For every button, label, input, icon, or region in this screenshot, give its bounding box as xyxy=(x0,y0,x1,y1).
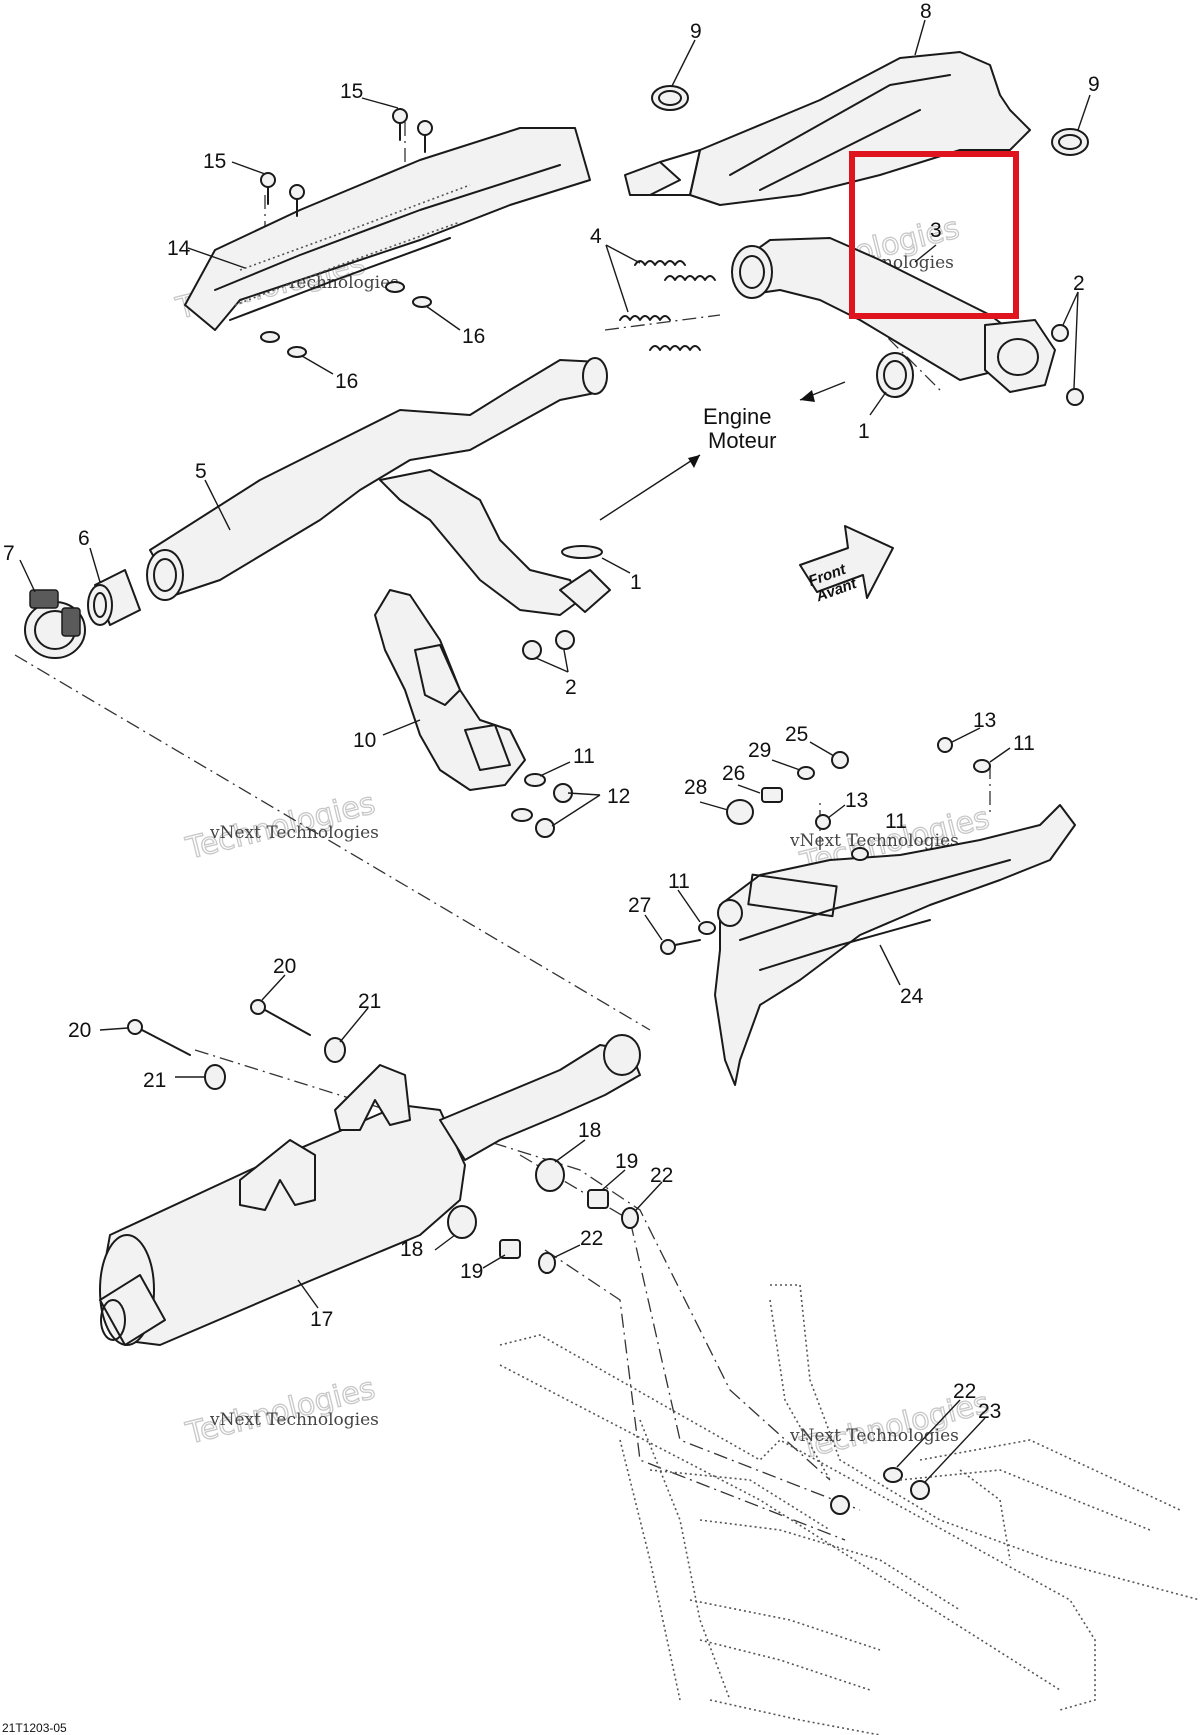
figure-code: 21T1203-05 xyxy=(2,1721,67,1735)
callout-5: 5 xyxy=(195,460,207,483)
washer-22 xyxy=(538,1207,903,1483)
callout-9: 9 xyxy=(1088,73,1100,96)
ring-6 xyxy=(87,569,141,626)
callout-15: 15 xyxy=(340,80,363,103)
y-pipe xyxy=(146,357,611,616)
callout-17: 17 xyxy=(310,1308,333,1331)
callout-10: 10 xyxy=(353,729,376,752)
front-arrow: Front Avant xyxy=(799,525,894,606)
callout-9: 9 xyxy=(690,20,702,43)
callout-24: 24 xyxy=(900,985,924,1008)
clamp-7 xyxy=(24,589,86,659)
highlight-box-part-3 xyxy=(849,151,1019,319)
washer-11-mid xyxy=(511,773,546,822)
callout-1: 1 xyxy=(630,571,642,594)
callout-2: 2 xyxy=(565,676,577,699)
callout-18: 18 xyxy=(578,1119,601,1142)
svg-text:vNext Technologies: vNext Technologies xyxy=(209,823,379,843)
bolt-27 xyxy=(660,939,701,955)
watermark: Technologies vNext Technologies xyxy=(182,1370,380,1452)
vehicle-frame xyxy=(499,1284,1200,1735)
callout-22: 22 xyxy=(650,1164,673,1187)
screw-15 xyxy=(260,108,433,217)
callout-21: 21 xyxy=(358,990,381,1013)
engine-direction: Engine Moteur xyxy=(599,381,846,521)
washer-29 xyxy=(797,766,815,780)
callout-6: 6 xyxy=(78,527,90,550)
washer-21 xyxy=(204,1037,346,1090)
callout-20: 20 xyxy=(68,1019,91,1042)
leader-lines xyxy=(19,19,1091,1483)
callout-22: 22 xyxy=(580,1227,603,1250)
callout-20: 20 xyxy=(273,955,296,978)
engine-label: Engine xyxy=(703,404,772,429)
callout-13: 13 xyxy=(973,709,996,732)
callout-11: 11 xyxy=(573,745,595,768)
callout-1: 1 xyxy=(858,420,870,443)
callout-4: 4 xyxy=(590,225,602,248)
callout-16: 16 xyxy=(462,325,485,348)
nut-23 xyxy=(830,1480,930,1515)
grommet-28 xyxy=(726,799,754,825)
heat-shield-top xyxy=(184,127,591,331)
nut-2-ypipe xyxy=(522,630,575,660)
callout-26: 26 xyxy=(722,762,745,785)
callout-19: 19 xyxy=(460,1260,483,1283)
callout-14: 14 xyxy=(167,237,191,260)
nut-2-manifold xyxy=(1051,324,1084,406)
gasket-1-ypipe xyxy=(561,545,603,559)
callout-28: 28 xyxy=(684,776,707,799)
washer-11-shield xyxy=(698,759,991,935)
svg-text:vNext Technologies: vNext Technologies xyxy=(209,1410,379,1430)
watermark: Technologies vNext Technologies xyxy=(182,785,380,867)
callout-22: 22 xyxy=(953,1380,976,1403)
exhaust-manifold xyxy=(731,237,1056,393)
spacer-19 xyxy=(499,1189,609,1259)
bolt-20 xyxy=(127,999,311,1056)
spacer-26 xyxy=(761,787,783,803)
callout-8: 8 xyxy=(920,0,932,23)
heat-shield-rear xyxy=(624,51,1031,206)
callout-29: 29 xyxy=(748,739,771,762)
heat-shield-muffler xyxy=(714,804,1076,1086)
callout-16: 16 xyxy=(335,370,358,393)
moteur-label: Moteur xyxy=(708,428,776,453)
callout-11: 11 xyxy=(885,810,907,833)
callout-3: 3 xyxy=(930,219,942,242)
callout-2: 2 xyxy=(1073,272,1085,295)
muffler xyxy=(99,1034,641,1346)
callout-11: 11 xyxy=(668,870,690,893)
callout-19: 19 xyxy=(615,1150,638,1173)
callout-18: 18 xyxy=(400,1238,423,1261)
callout-11: 11 xyxy=(1013,732,1035,755)
bolt-13 xyxy=(815,737,953,830)
callout-13: 13 xyxy=(845,789,868,812)
nut-12 xyxy=(535,783,573,838)
callout-25: 25 xyxy=(785,723,808,746)
callout-21: 21 xyxy=(143,1069,166,1092)
callout-12: 12 xyxy=(607,785,630,808)
callout-27: 27 xyxy=(628,894,651,917)
heat-shield-mid xyxy=(374,589,526,791)
grommet-18 xyxy=(447,1158,565,1239)
callout-23: 23 xyxy=(978,1400,1001,1423)
svg-text:vNext Technologies: vNext Technologies xyxy=(789,1426,959,1446)
gasket-1-top xyxy=(876,352,914,398)
nut-25 xyxy=(831,751,849,769)
washer-16 xyxy=(260,281,432,358)
callout-7: 7 xyxy=(3,542,15,565)
clamp-9 xyxy=(651,85,1089,156)
callout-15: 15 xyxy=(203,150,226,173)
spring-4 xyxy=(619,260,716,351)
svg-text:vNext Technologies: vNext Technologies xyxy=(789,831,959,851)
callout-numbers: 9 8 9 15 15 14 16 16 4 3 2 1 1 5 6 7 2 1… xyxy=(3,0,1100,1423)
